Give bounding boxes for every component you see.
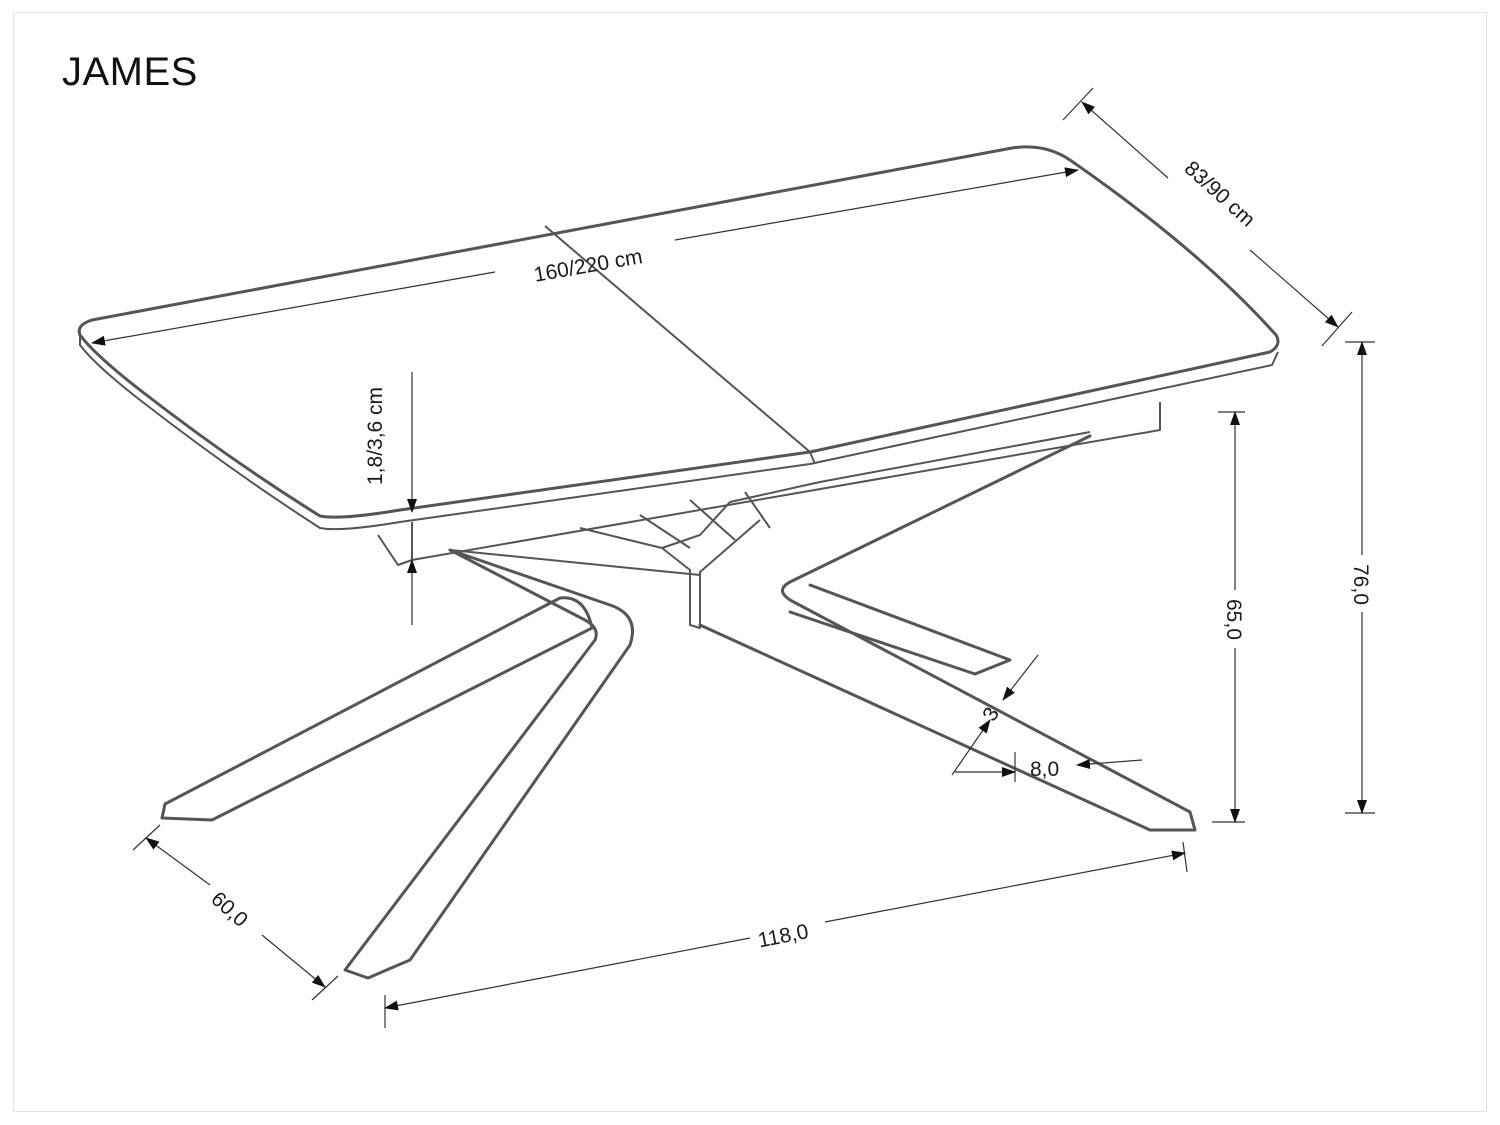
base-hub: [661, 431, 1091, 629]
product-title: JAMES: [62, 50, 198, 94]
dim-leg-width: 8,0: [955, 752, 1143, 782]
leg-front-left-inner: [449, 549, 701, 576]
dim-under-top-height: 65,0: [1212, 411, 1245, 823]
dim-top-length: 160/220 cm: [91, 167, 1079, 346]
dim-base-length-label: 118,0: [756, 920, 810, 952]
dim-top-width-label: 83/90 cm: [1180, 157, 1260, 232]
table-top-edge: [79, 335, 1279, 531]
leg-back-right: [788, 583, 1012, 676]
table-top-surface: [77, 145, 1280, 519]
extension-seam: [544, 225, 816, 465]
leg-front-right: [698, 434, 1197, 832]
dim-leg-thickness: 3: [951, 654, 1039, 776]
dim-base-width: 60,0: [132, 824, 339, 1001]
dim-top-thickness: 1,8/3,6 cm: [364, 372, 417, 625]
dim-base-width-label: 60,0: [206, 887, 252, 931]
dim-under-top-height-label: 65,0: [1222, 599, 1245, 640]
dim-leg-width-label: 8,0: [1030, 758, 1059, 781]
dim-top-thickness-label: 1,8/3,6 cm: [364, 387, 387, 485]
frame-border: [13, 12, 1487, 1112]
apron: [377, 402, 1161, 566]
dim-total-height-label: 76,0: [1349, 564, 1372, 605]
table-base: [160, 431, 1197, 980]
leg-front-left: [343, 548, 634, 980]
base-hub-struts: [579, 491, 771, 549]
dim-base-length: 118,0: [384, 841, 1188, 1028]
dim-top-length-label: 160/220 cm: [532, 245, 644, 287]
dim-top-width: 83/90 cm: [1062, 87, 1353, 347]
table-top: [77, 145, 1280, 566]
leg-back-left: [160, 596, 594, 822]
dim-total-height: 76,0: [1345, 341, 1375, 814]
